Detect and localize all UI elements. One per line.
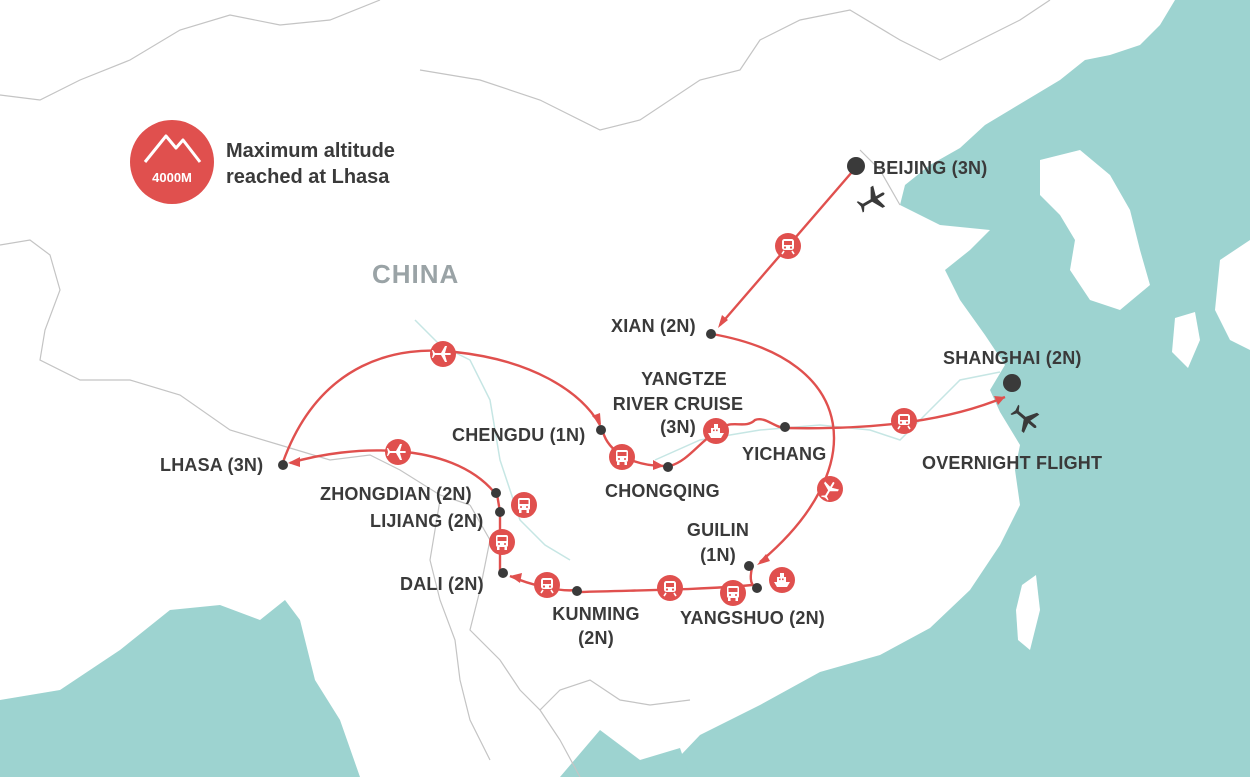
label-yangtze-3: (3N)	[660, 417, 696, 437]
label-guilin-1: GUILIN	[687, 520, 749, 540]
legend-line-1: Maximum altitude	[226, 140, 395, 162]
bus-icon	[511, 492, 537, 518]
arrow-chongqing	[653, 460, 664, 470]
route-yangtze-cruise	[669, 418, 786, 468]
marker-yangshuo	[752, 583, 762, 593]
plane-icon	[817, 476, 843, 503]
arrow-guilin	[757, 554, 770, 565]
marker-chongqing	[663, 462, 673, 472]
train-icon	[657, 575, 683, 601]
label-kunming-1: KUNMING	[552, 604, 639, 624]
plane-icon	[856, 185, 886, 213]
label-beijing: BEIJING (3N)	[873, 158, 987, 178]
arrow-chengdu	[592, 413, 601, 425]
train-icon	[891, 408, 917, 434]
marker-beijing	[847, 157, 865, 175]
marker-xian	[706, 329, 716, 339]
arrow-shanghai	[994, 396, 1005, 405]
label-lijiang: LIJIANG (2N)	[370, 511, 483, 531]
label-chongqing: CHONGQING	[605, 481, 720, 501]
marker-yichang	[780, 422, 790, 432]
boat-icon	[769, 567, 795, 593]
bus-icon	[489, 529, 515, 555]
japan-island-small	[1172, 312, 1200, 368]
marker-guilin	[744, 561, 754, 571]
label-lhasa: LHASA (3N)	[160, 455, 263, 475]
stop-markers	[278, 157, 1021, 596]
bus-icon	[720, 580, 746, 606]
arrow-xian	[718, 315, 728, 328]
country-label: CHINA	[372, 259, 459, 289]
plane-icon	[430, 341, 456, 367]
label-yangtze-1: YANGTZE	[641, 369, 727, 389]
altitude-legend: 4000M Maximum altitude reached at Lhasa	[130, 120, 395, 204]
plane-icon	[1010, 404, 1040, 434]
transport-icons	[385, 233, 917, 606]
japan-island	[1215, 240, 1250, 350]
label-yichang: YICHANG	[742, 444, 826, 464]
plane-icon	[385, 439, 411, 465]
boat-icon	[703, 418, 729, 444]
altitude-value: 4000M	[152, 170, 192, 185]
marker-chengdu	[596, 425, 606, 435]
bus-icon	[609, 444, 635, 470]
label-guilin-2: (1N)	[700, 545, 736, 565]
route-xian-guilin	[711, 332, 836, 563]
taiwan-island	[1016, 575, 1040, 650]
altitude-badge	[130, 120, 214, 204]
label-chengdu: CHENGDU (1N)	[452, 425, 585, 445]
label-overnight-flight: OVERNIGHT FLIGHT	[922, 453, 1102, 473]
marker-lijiang	[495, 507, 505, 517]
label-yangshuo: YANGSHUO (2N)	[680, 608, 825, 628]
arrow-lhasa	[288, 457, 300, 467]
mountain-icon	[143, 134, 202, 163]
legend-line-2: reached at Lhasa	[226, 166, 390, 188]
label-dali: DALI (2N)	[400, 574, 484, 594]
marker-dali	[498, 568, 508, 578]
bay-of-bengal	[0, 600, 360, 777]
arrow-kunming-dali	[510, 573, 522, 583]
label-zhongdian: ZHONGDIAN (2N)	[320, 484, 472, 504]
marker-lhasa	[278, 460, 288, 470]
marker-kunming	[572, 586, 582, 596]
train-icon	[534, 572, 560, 598]
marker-shanghai	[1003, 374, 1021, 392]
marker-zhongdian	[491, 488, 501, 498]
korea-peninsula	[1040, 150, 1150, 310]
south-sea	[560, 730, 660, 777]
label-xian: XIAN (2N)	[611, 316, 696, 336]
label-kunming-2: (2N)	[578, 628, 614, 648]
stop-labels: BEIJING (3N) XIAN (2N) SHANGHAI (2N) YAN…	[160, 158, 1102, 648]
flight-icons	[856, 185, 1040, 434]
train-icon	[775, 233, 801, 259]
label-yangtze-2: RIVER CRUISE	[613, 394, 743, 414]
label-shanghai: SHANGHAI (2N)	[943, 348, 1082, 368]
borders	[0, 0, 1051, 777]
